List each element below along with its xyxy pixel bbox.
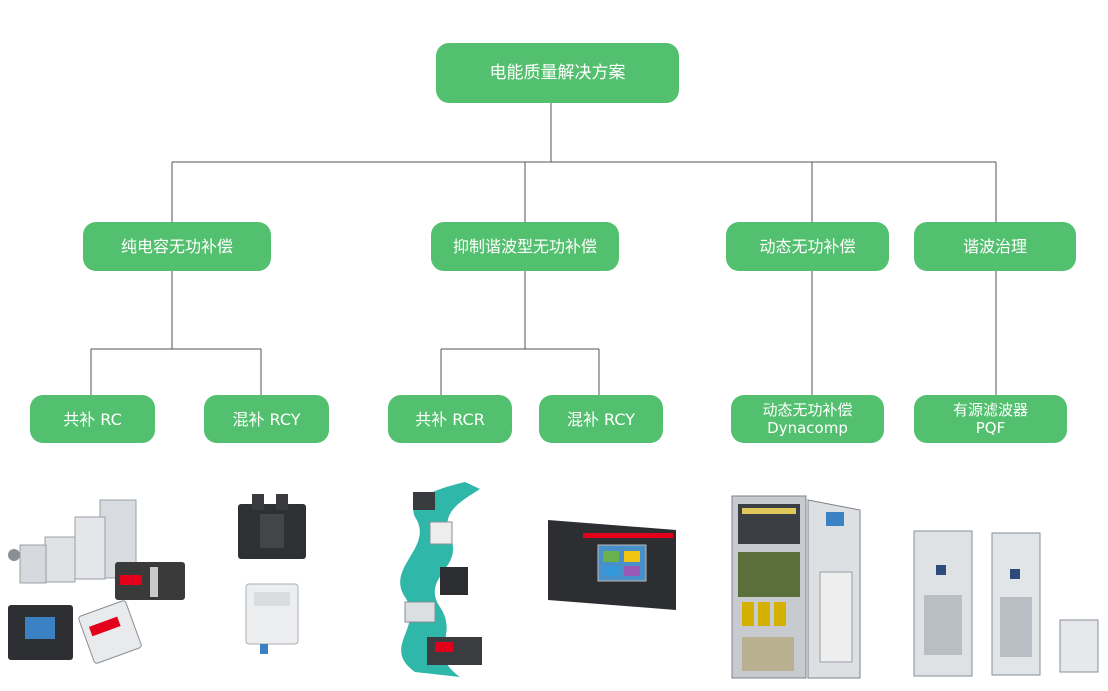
product-label: 共补 RC — [63, 409, 122, 429]
category-pure-capacitor: 纯电容无功补偿 — [83, 222, 271, 271]
product-sublabel: PQF — [975, 419, 1006, 437]
product-label: 共补 RCR — [415, 409, 485, 429]
product-label: 混补 RCY — [232, 409, 301, 429]
dynacomp-cabinet-image — [731, 495, 861, 679]
category-label: 纯电容无功补偿 — [120, 237, 233, 256]
pqf-cabinets-image — [913, 530, 1099, 677]
capacitor-set-image — [8, 499, 185, 664]
product-rcy-2: 混补 RCY — [539, 395, 663, 443]
product-dynacomp: 动态无功补偿 Dynacomp — [731, 395, 884, 443]
rcr-stack-image — [400, 482, 482, 677]
category-dynamic-compensation: 动态无功补偿 — [726, 222, 889, 271]
product-pqf: 有源滤波器 PQF — [914, 395, 1067, 443]
root-node: 电能质量解决方案 — [436, 43, 679, 103]
product-sublabel: Dynacomp — [767, 419, 848, 437]
root-label: 电能质量解决方案 — [489, 62, 626, 83]
product-rcy-1: 混补 RCY — [204, 395, 329, 443]
controller-panel-image — [548, 520, 676, 610]
category-label: 抑制谐波型无功补偿 — [452, 237, 597, 256]
product-rcr: 共补 RCR — [388, 395, 512, 443]
product-label: 动态无功补偿 — [762, 401, 853, 419]
category-label: 动态无功补偿 — [759, 237, 856, 256]
product-label: 有源滤波器 — [952, 401, 1028, 419]
contactor-image — [238, 494, 306, 654]
category-label: 谐波治理 — [962, 237, 1027, 256]
category-harmonic-suppression: 抑制谐波型无功补偿 — [431, 222, 619, 271]
product-label: 混补 RCY — [566, 409, 636, 429]
product-rc: 共补 RC — [30, 395, 155, 443]
category-harmonic-treatment: 谐波治理 — [914, 222, 1076, 271]
